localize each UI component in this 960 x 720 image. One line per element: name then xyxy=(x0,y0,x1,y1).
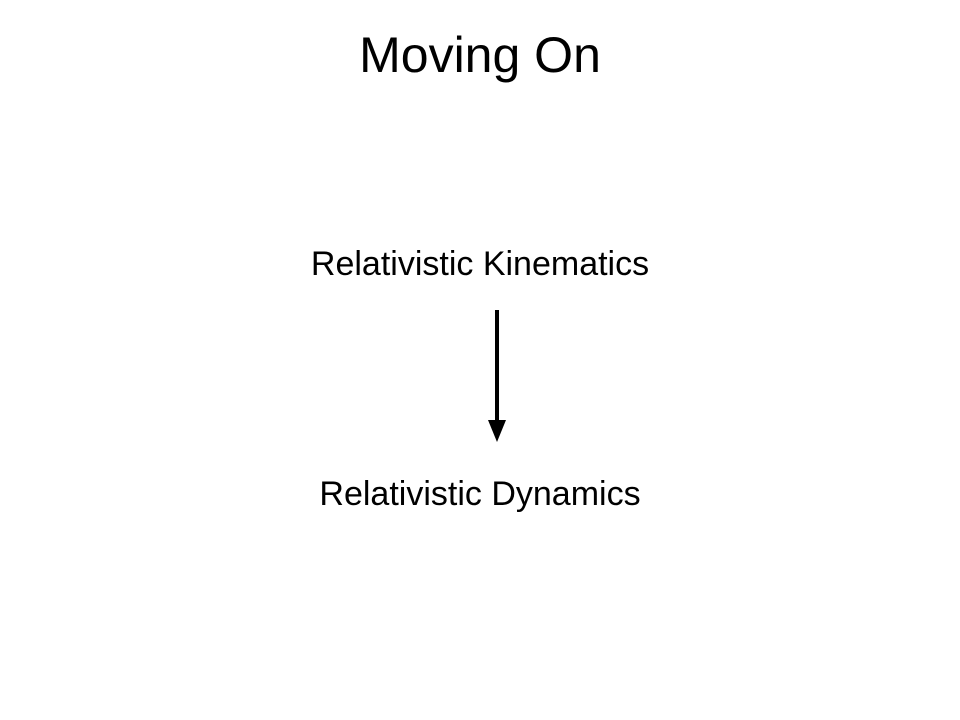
diagram-node-kinematics: Relativistic Kinematics xyxy=(310,245,650,283)
down-arrow-icon xyxy=(488,310,506,442)
arrow-head xyxy=(488,420,506,442)
diagram-node-dynamics: Relativistic Dynamics xyxy=(319,475,641,513)
slide-title: Moving On xyxy=(359,27,601,83)
